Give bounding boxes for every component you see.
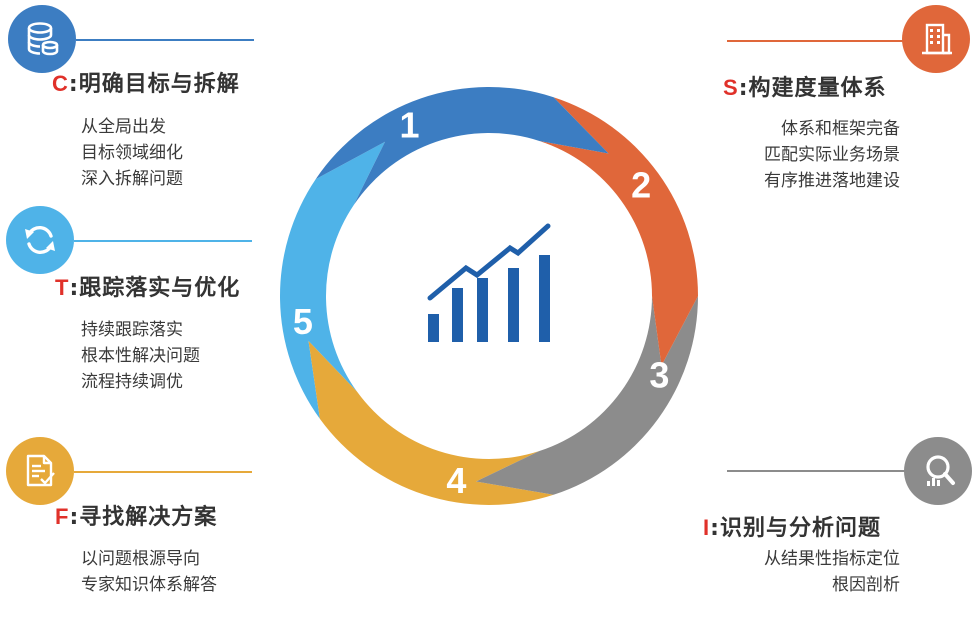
database-icon — [8, 5, 76, 73]
section-c-description: 从全局出发 目标领域细化 深入拆解问题 — [81, 114, 183, 192]
section-t-letter: T — [55, 275, 70, 300]
section-s-title-text: 构建度量体系 — [748, 76, 887, 101]
section-t-colon: : — [69, 276, 80, 301]
section-c-title: C:明确目标与拆解 — [52, 66, 240, 98]
document-check-icon — [6, 437, 74, 505]
section-c-line: 目标领域细化 — [81, 143, 183, 163]
section-c-colon: : — [68, 72, 79, 97]
cycle-step-number-1: 1 — [400, 105, 420, 146]
cycle-step-number-2: 2 — [631, 164, 651, 205]
section-t-divider — [74, 240, 252, 242]
section-c-letter: C — [52, 71, 69, 96]
section-s-line: 体系和框架完备 — [781, 119, 900, 139]
section-f-colon: : — [69, 505, 80, 530]
section-i-title-text: 识别与分析问题 — [719, 516, 881, 541]
section-c-line: 深入拆解问题 — [81, 169, 183, 189]
cycle-step-number-3: 3 — [649, 354, 669, 395]
section-i-divider — [727, 470, 905, 472]
section-t-line: 持续跟踪落实 — [81, 320, 183, 340]
section-i-line: 根因剖析 — [832, 575, 900, 595]
section-s-title: S:构建度量体系 — [723, 70, 887, 102]
cycle-segment-4 — [308, 340, 554, 505]
section-f-line: 专家知识体系解答 — [81, 575, 217, 595]
section-i-line: 从结果性指标定位 — [764, 549, 900, 569]
section-f-divider — [74, 471, 252, 473]
section-f-title-text: 寻找解决方案 — [79, 505, 218, 530]
section-c-title-text: 明确目标与拆解 — [78, 72, 240, 97]
section-i-letter: I — [703, 515, 711, 540]
cycle-segment-5 — [279, 141, 385, 419]
cycle-segment-1 — [315, 87, 609, 205]
section-f-title: F:寻找解决方案 — [55, 499, 217, 531]
refresh-icon — [6, 206, 74, 274]
cycle-segment-2 — [539, 97, 698, 366]
growth-chart-icon — [427, 223, 551, 342]
cycle-step-number-4: 4 — [446, 460, 466, 501]
section-t-title-text: 跟踪落实与优化 — [79, 276, 241, 301]
section-c-divider — [76, 39, 254, 41]
section-t-line: 流程持续调优 — [81, 372, 183, 392]
section-f-description: 以问题根源导向 专家知识体系解答 — [81, 546, 217, 598]
section-s-line: 有序推进落地建设 — [764, 171, 900, 191]
cycle-segments — [279, 87, 698, 505]
section-i-description: 从结果性指标定位 根因剖析 — [764, 546, 900, 598]
search-chart-icon — [904, 437, 972, 505]
section-i-title: I:识别与分析问题 — [703, 510, 881, 542]
cycle-step-numbers: 1 2 3 4 5 — [293, 105, 670, 502]
section-s-line: 匹配实际业务场景 — [764, 145, 900, 165]
section-s-divider — [727, 40, 903, 42]
section-t-title: T:跟踪落实与优化 — [55, 270, 240, 302]
section-s-description: 体系和框架完备 匹配实际业务场景 有序推进落地建设 — [764, 116, 900, 194]
section-c-line: 从全局出发 — [81, 117, 166, 137]
section-f-letter: F — [55, 504, 70, 529]
section-t-description: 持续跟踪落实 根本性解决问题 流程持续调优 — [81, 317, 200, 395]
section-s-colon: : — [738, 76, 749, 101]
cycle-step-number-5: 5 — [293, 301, 313, 342]
building-icon — [902, 5, 970, 73]
section-s-letter: S — [723, 75, 739, 100]
section-i-colon: : — [710, 516, 720, 541]
cycle-segment-3 — [476, 296, 698, 495]
section-f-line: 以问题根源导向 — [81, 549, 200, 569]
section-t-line: 根本性解决问题 — [81, 346, 200, 366]
